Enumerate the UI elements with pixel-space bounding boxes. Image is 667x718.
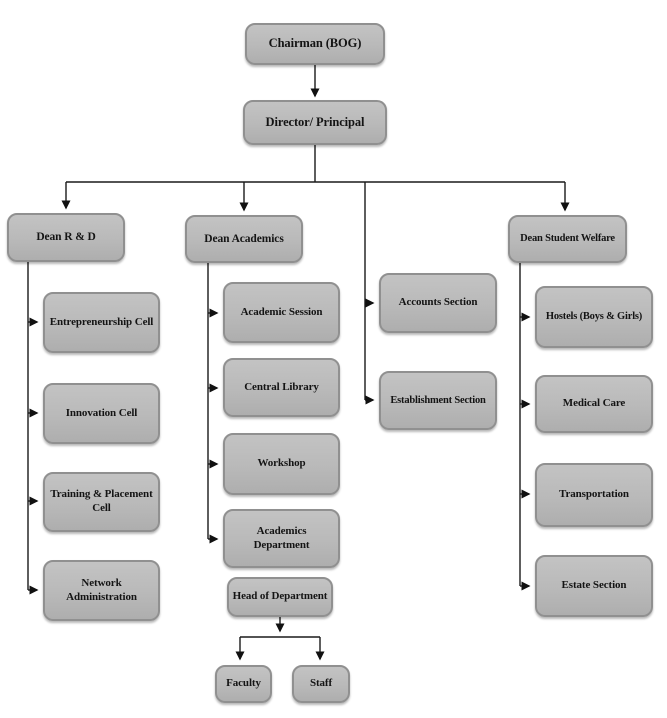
node-faculty: Faculty <box>215 665 272 703</box>
node-estate-section: Estate Section <box>535 555 653 617</box>
node-director-principal: Director/ Principal <box>243 100 387 145</box>
node-academics-department: Academics Department <box>223 509 340 568</box>
node-training-placement-cell: Training & Placement Cell <box>43 472 160 532</box>
node-dean-student-welfare: Dean Student Welfare <box>508 215 627 263</box>
node-entrepreneurship-cell: Entrepreneurship Cell <box>43 292 160 353</box>
node-staff: Staff <box>292 665 350 703</box>
node-dean-r-and-d: Dean R & D <box>7 213 125 262</box>
node-accounts-section: Accounts Section <box>379 273 497 333</box>
node-chairman: Chairman (BOG) <box>245 23 385 65</box>
node-network-administration: Network Administration <box>43 560 160 621</box>
node-innovation-cell: Innovation Cell <box>43 383 160 444</box>
node-dean-academics: Dean Academics <box>185 215 303 263</box>
node-medical-care: Medical Care <box>535 375 653 433</box>
node-head-of-department: Head of Department <box>227 577 333 617</box>
node-transportation: Transportation <box>535 463 653 527</box>
node-establishment-section: Establishment Section <box>379 371 497 430</box>
node-academic-session: Academic Session <box>223 282 340 343</box>
node-hostels-boys-girls: Hostels (Boys & Girls) <box>535 286 653 348</box>
node-workshop: Workshop <box>223 433 340 495</box>
node-central-library: Central Library <box>223 358 340 417</box>
